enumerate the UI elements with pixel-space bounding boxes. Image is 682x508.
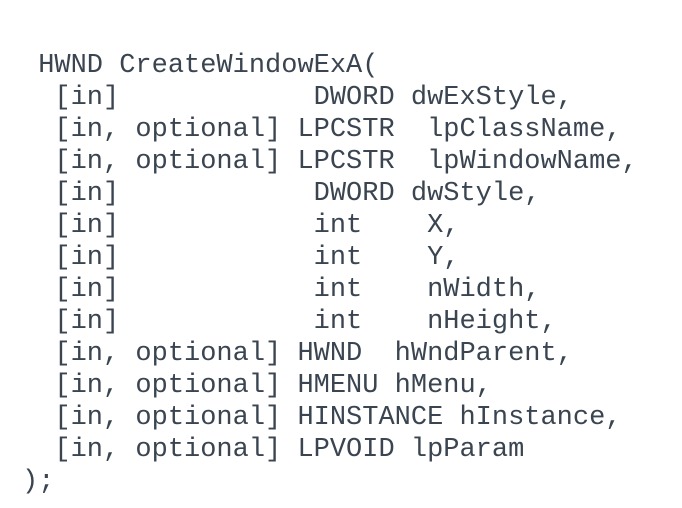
code-line-signature-close: ); — [22, 467, 55, 497]
code-line-param-lpParam: [in, optional] LPVOID lpParam — [22, 435, 525, 465]
code-line-signature-open: HWND CreateWindowExA( — [22, 51, 379, 81]
code-line-param-nHeight: [in] int nHeight, — [22, 307, 557, 337]
code-line-param-X: [in] int X, — [22, 211, 460, 241]
code-line-param-dwExStyle: [in] DWORD dwExStyle, — [22, 83, 573, 113]
code-line-param-hMenu: [in, optional] HMENU hMenu, — [22, 371, 492, 401]
code-line-param-hWndParent: [in, optional] HWND hWndParent, — [22, 339, 573, 369]
code-line-param-nWidth: [in] int nWidth, — [22, 275, 541, 305]
code-line-param-Y: [in] int Y, — [22, 243, 460, 273]
code-line-param-lpClassName: [in, optional] LPCSTR lpClassName, — [22, 115, 622, 145]
code-line-param-hInstance: [in, optional] HINSTANCE hInstance, — [22, 403, 622, 433]
code-line-param-dwStyle: [in] DWORD dwStyle, — [22, 179, 541, 209]
code-line-param-lpWindowName: [in, optional] LPCSTR lpWindowName, — [22, 147, 638, 177]
